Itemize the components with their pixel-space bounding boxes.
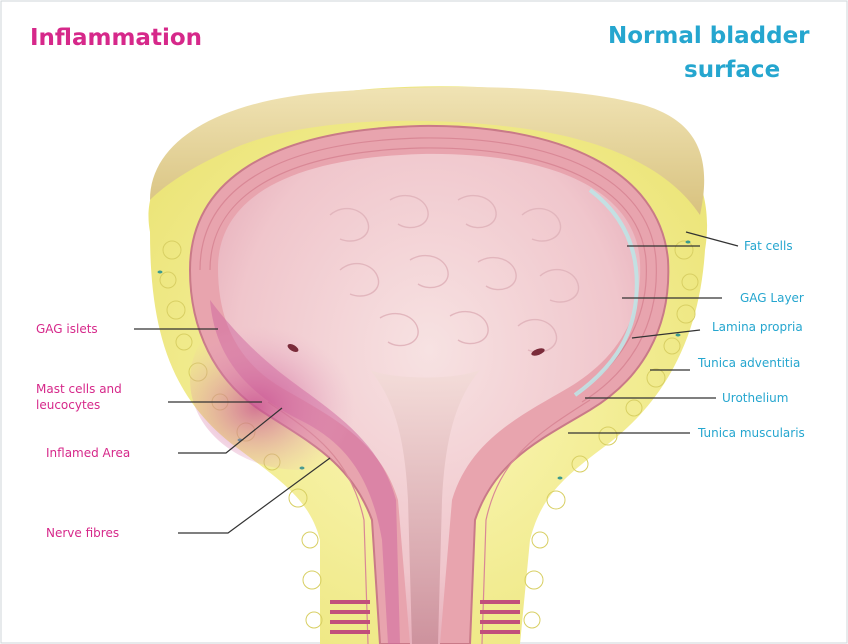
label-gag-layer: GAG Layer — [740, 291, 804, 306]
label-mast-cells-line1: Mast cells and — [36, 382, 122, 397]
normal-surface-heading-line2: surface — [684, 56, 780, 84]
label-fat-cells: Fat cells — [744, 239, 793, 254]
label-tunica-muscularis: Tunica muscularis — [698, 426, 805, 441]
label-tunica-adventitia: Tunica adventitia — [698, 356, 800, 371]
label-urothelium: Urothelium — [722, 391, 788, 406]
inflamed-glow — [190, 290, 410, 470]
label-inflamed-area: Inflamed Area — [46, 446, 130, 461]
inflammation-heading: Inflammation — [30, 24, 202, 52]
label-gag-islets: GAG islets — [36, 322, 98, 337]
label-lamina-propria: Lamina propria — [712, 320, 803, 335]
normal-surface-heading-line1: Normal bladder — [608, 22, 810, 50]
label-mast-cells-line2: leucocytes — [36, 398, 100, 413]
label-nerve-fibres: Nerve fibres — [46, 526, 119, 541]
